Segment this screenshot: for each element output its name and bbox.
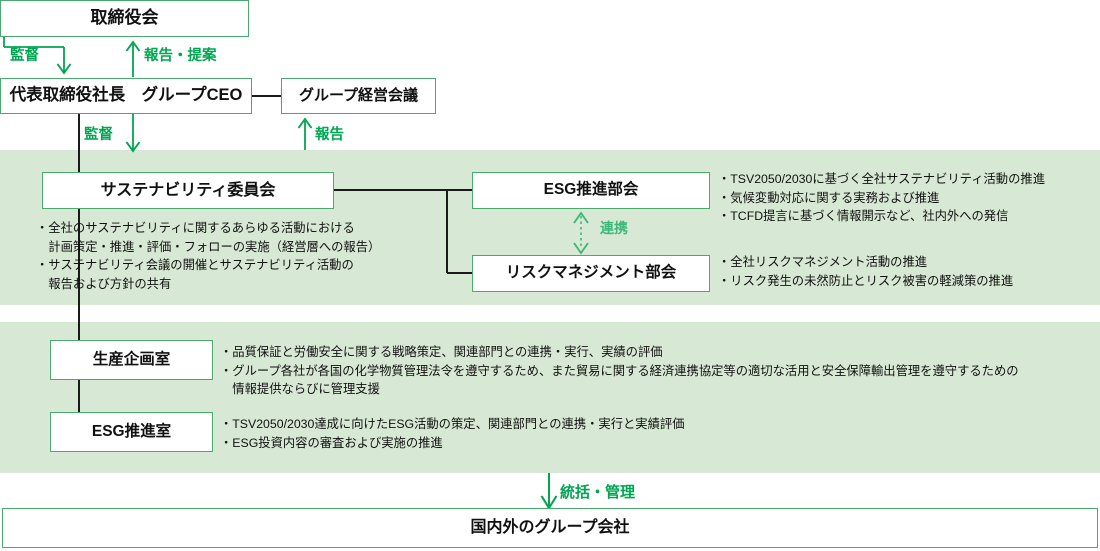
box-production-planning-office[interactable]: 生産企画室: [50, 340, 213, 380]
box-president-group-ceo[interactable]: 代表取締役社長 グループCEO: [0, 78, 252, 114]
box-group-management-meeting[interactable]: グループ経営会議: [281, 78, 436, 114]
description-esg-promotion-office: ・TSV2050/2030達成に向けたESG活動の策定、関連部門との連携・実行と…: [220, 417, 685, 450]
arrow-supervise-board-to-ceo: [3, 37, 72, 75]
box-domestic-overseas-group-companies[interactable]: 国内外のグループ会社: [2, 508, 1098, 548]
label-supervise-board-to-ceo: 監督: [10, 48, 39, 64]
arrow-supervise-ceo-down: [125, 114, 141, 153]
description-production-planning-office: ・品質保証と労働安全に関する戦略策定、関連部門との連携・実行、実績の評価 ・グル…: [220, 345, 1019, 397]
box-esg-promotion-office[interactable]: ESG推進室: [50, 412, 213, 452]
label-report-to-mgmt-meeting: 報告: [315, 127, 344, 143]
arrow-report-ceo-to-board: [125, 40, 141, 77]
arrow-report-to-mgmt-meeting: [297, 117, 313, 150]
arrow-govern-manage: [540, 473, 558, 510]
description-esg-subcommittee: ・TSV2050/2030に基づく全社サステナビリティ活動の推進 ・気候変動対応…: [718, 172, 1045, 224]
label-collaboration: 連携: [600, 220, 628, 236]
description-risk-subcommittee: ・全社リスクマネジメント活動の推進 ・リスク発生の未然防止とリスク被害の軽減策の…: [718, 255, 1014, 288]
box-sustainability-committee[interactable]: サステナビリティ委員会: [42, 172, 334, 209]
box-board-of-directors[interactable]: 取締役会: [0, 0, 249, 37]
arrow-collaboration-dotted: [573, 211, 589, 255]
description-sustainability-committee: ・全社のサステナビリティに関するあらゆる活動における 計画策定・推進・評価・フォ…: [36, 221, 381, 292]
box-risk-management-subcommittee[interactable]: リスクマネジメント部会: [472, 255, 710, 292]
label-report-proposal-ceo-to-board: 報告・提案: [144, 48, 217, 64]
box-esg-promotion-subcommittee[interactable]: ESG推進部会: [472, 172, 710, 209]
label-govern-manage: 統括・管理: [560, 484, 636, 501]
label-supervise-ceo-down: 監督: [84, 127, 113, 143]
